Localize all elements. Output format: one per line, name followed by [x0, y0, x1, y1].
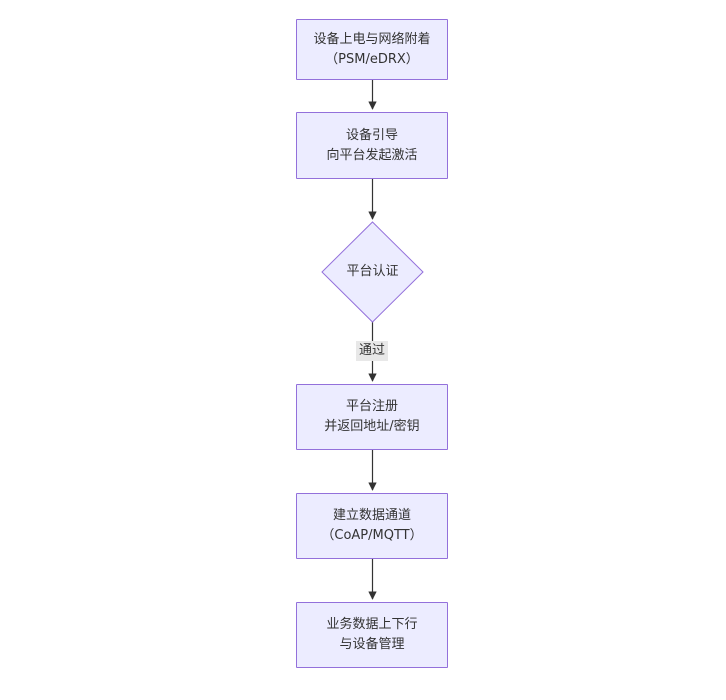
node-power-on: 设备上电与网络附着 （PSM/eDRX）: [296, 19, 448, 80]
node-business-data: 业务数据上下行 与设备管理: [296, 602, 448, 668]
node-label-line: （PSM/eDRX）: [325, 51, 419, 67]
decision-diamond-platform-auth: [321, 221, 424, 323]
edge-label-pass: 通过: [355, 341, 389, 361]
node-bootstrap: 设备引导 向平台发起激活: [296, 112, 448, 179]
node-label-line: （CoAP/MQTT）: [321, 528, 423, 543]
node-label-line: 建立数据通道: [332, 508, 411, 523]
node-label-line: 向平台发起激活: [326, 147, 418, 163]
node-label-line: 设备上电与网络附着: [313, 31, 431, 47]
node-platform-register: 平台注册 并返回地址/密钥: [296, 384, 448, 450]
node-data-channel: 建立数据通道 （CoAP/MQTT）: [296, 493, 448, 559]
node-label-line: 与设备管理: [339, 637, 405, 652]
node-label-line: 业务数据上下行: [326, 617, 418, 632]
node-label-line: 平台注册: [345, 399, 398, 414]
node-platform-auth-label: 平台认证: [346, 264, 399, 279]
node-label-line: 并返回地址/密钥: [324, 419, 420, 434]
node-label-line: 设备引导: [345, 127, 398, 143]
